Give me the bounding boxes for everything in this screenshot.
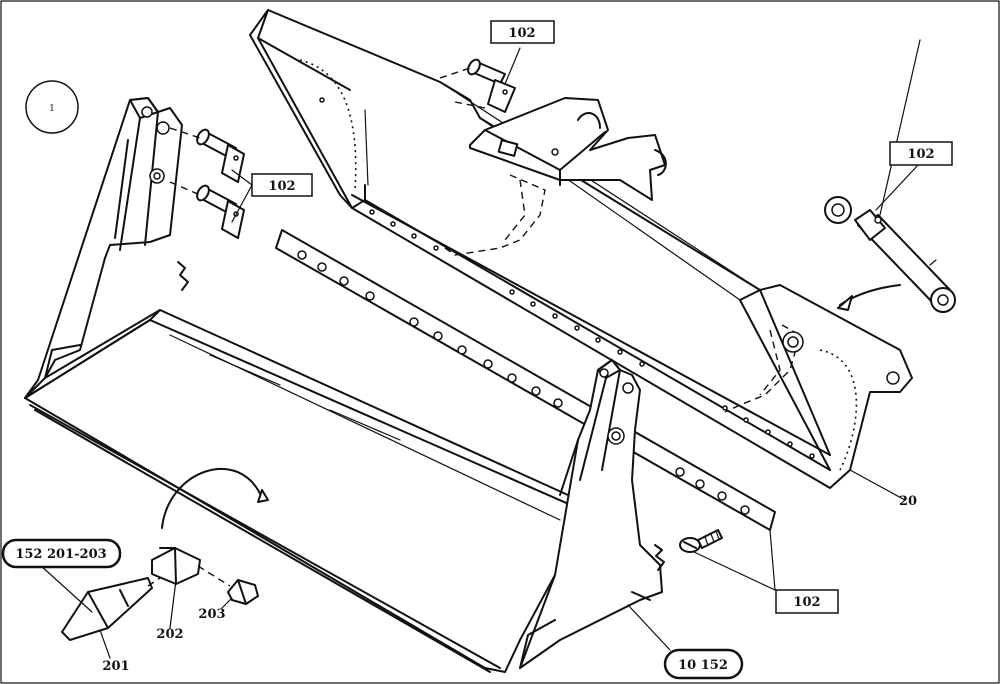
ref-pill-152-201-203: 152 201-203: [1, 538, 122, 569]
cutting-edge-bolt: [679, 529, 776, 591]
cutting-edge-holes: [297, 250, 750, 515]
tooth-assembly: [39, 468, 269, 659]
callout-202: 202: [156, 627, 183, 642]
callout-text: 102: [508, 26, 535, 41]
callout-20: 20: [899, 494, 917, 509]
pivot-pin-top: [439, 47, 521, 113]
pivot-pins-left: [169, 127, 253, 239]
callout-201: 201: [102, 659, 129, 674]
callout-text: 102: [793, 595, 820, 610]
sheet-marker: 1: [25, 80, 79, 134]
callout-text: 102: [907, 147, 934, 162]
cutting-edge-strip: [275, 229, 776, 531]
hydraulic-cylinder: [824, 39, 956, 313]
rear-bucket-edge-holes: [369, 209, 815, 459]
sheet-marker-text: 1: [49, 104, 55, 114]
callout-203: 203: [198, 607, 225, 622]
ref-pill-text: 10 152: [678, 658, 728, 673]
callout-102-pins-top: 102: [490, 20, 555, 44]
callout-102-bolts: 102: [775, 589, 839, 614]
ref-pill-text: 152 201-203: [15, 547, 106, 562]
front-bucket-body: [24, 97, 665, 673]
callout-102-pins-left: 102: [251, 173, 313, 197]
callout-text: 102: [268, 179, 295, 194]
ref-pill-10-152: 10 152: [663, 648, 744, 680]
rear-bucket-body: [249, 9, 913, 489]
leader-20: [849, 469, 906, 501]
leader-10-152: [627, 604, 671, 651]
callout-102-cylinder: 102: [889, 141, 953, 166]
